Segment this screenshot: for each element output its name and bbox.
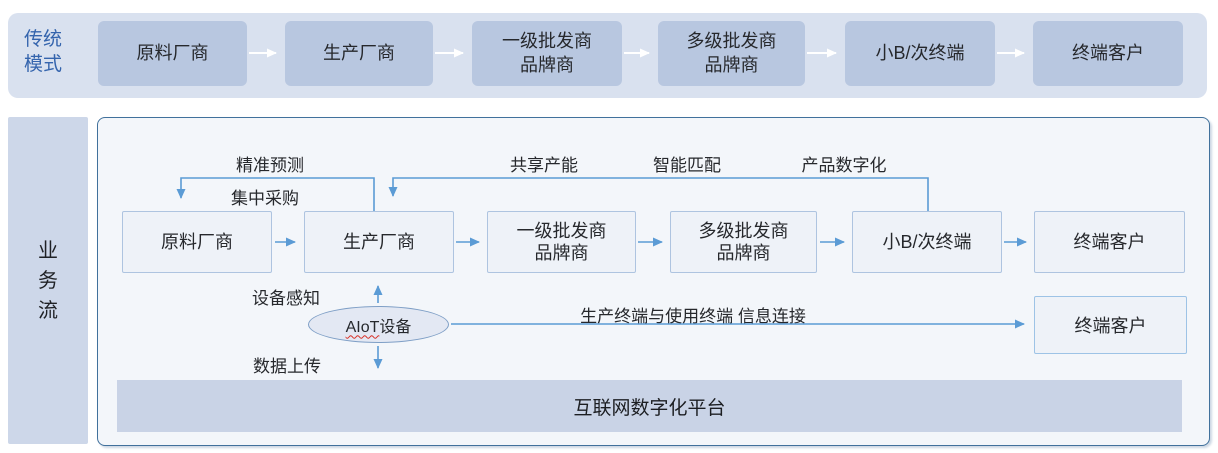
label-smart-matching: 智能匹配	[653, 156, 721, 175]
flow-box-tier1-wholesaler: 一级批发商 品牌商	[487, 211, 636, 273]
business-flow-band: 业务流	[8, 117, 88, 444]
aiot-device-label-cjk: 设备	[379, 318, 412, 336]
label-shared-capacity: 共享产能	[510, 156, 578, 175]
trad-box-manufacturer: 生产厂商	[285, 21, 433, 86]
trad-box-tier1-wholesaler: 一级批发商 品牌商	[472, 21, 622, 86]
internet-platform-bar: 互联网数字化平台	[117, 380, 1182, 432]
trad-box-raw-material: 原料厂商	[98, 21, 247, 86]
flow-box-raw-material: 原料厂商	[122, 211, 272, 273]
traditional-mode-label: 传统模式	[24, 29, 63, 76]
trad-box-multitier-wholesaler: 多级批发商 品牌商	[658, 21, 805, 86]
flow-box-manufacturer: 生产厂商	[304, 211, 454, 273]
label-product-digitization: 产品数字化	[801, 156, 887, 175]
flow-box-small-b-terminal: 小B/次终端	[852, 211, 1002, 273]
flow-box-end-customer-aiot: 终端客户	[1034, 296, 1187, 354]
label-central-purchasing: 集中采购	[231, 189, 299, 208]
label-device-sensing: 设备感知	[252, 289, 320, 308]
aiot-device-node: AIoT设备	[308, 306, 449, 343]
label-data-upload: 数据上传	[253, 357, 321, 376]
flow-box-end-customer: 终端客户	[1034, 211, 1185, 273]
trad-box-end-customer: 终端客户	[1033, 21, 1183, 86]
flow-box-multitier-wholesaler: 多级批发商 品牌商	[670, 211, 817, 273]
business-flow-label: 业务流	[38, 239, 58, 322]
label-terminal-connection: 生产终端与使用终端 信息连接	[580, 307, 806, 326]
label-precise-forecast: 精准预测	[236, 156, 304, 175]
trad-box-small-b-terminal: 小B/次终端	[845, 21, 995, 86]
aiot-device-label-latin: AIoT	[345, 318, 380, 336]
